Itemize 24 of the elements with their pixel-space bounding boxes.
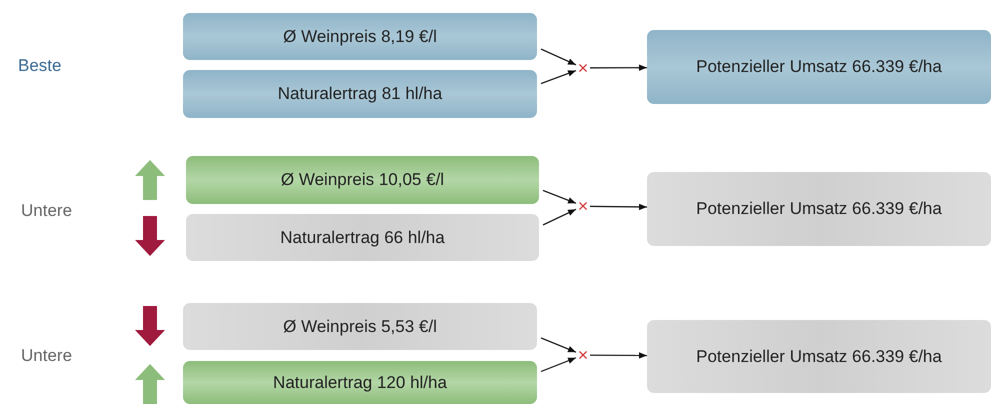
row-label: Untere	[21, 201, 72, 221]
value-box: Potenzieller Umsatz 66.339 €/ha	[647, 320, 991, 393]
arrow	[540, 337, 576, 353]
multiply-sign: ×	[576, 347, 590, 363]
value-box: Ø Weinpreis 8,19 €/l	[183, 13, 537, 60]
arrow	[590, 204, 647, 210]
arrow	[590, 352, 647, 359]
value-box: Naturalertrag 66 hl/ha	[186, 214, 539, 261]
multiply-sign: ×	[576, 198, 590, 214]
value-box: Ø Weinpreis 5,53 €/l	[183, 303, 537, 350]
row-label: Untere	[21, 346, 72, 366]
value-box: Potenzieller Umsatz 66.339 €/ha	[647, 30, 991, 104]
arrow	[540, 70, 576, 84]
value-box: Naturalertrag 120 hl/ha	[183, 361, 537, 404]
multiply-sign: ×	[576, 60, 590, 76]
arrow	[590, 64, 647, 71]
arrow	[540, 48, 576, 66]
row-label: Beste	[18, 56, 62, 76]
value-box: Potenzieller Umsatz 66.339 €/ha	[647, 172, 991, 246]
arrow	[542, 208, 576, 226]
value-box: Naturalertrag 81 hl/ha	[183, 70, 537, 118]
arrow	[540, 357, 576, 372]
arrow	[542, 190, 576, 204]
value-box: Ø Weinpreis 10,05 €/l	[186, 156, 539, 204]
